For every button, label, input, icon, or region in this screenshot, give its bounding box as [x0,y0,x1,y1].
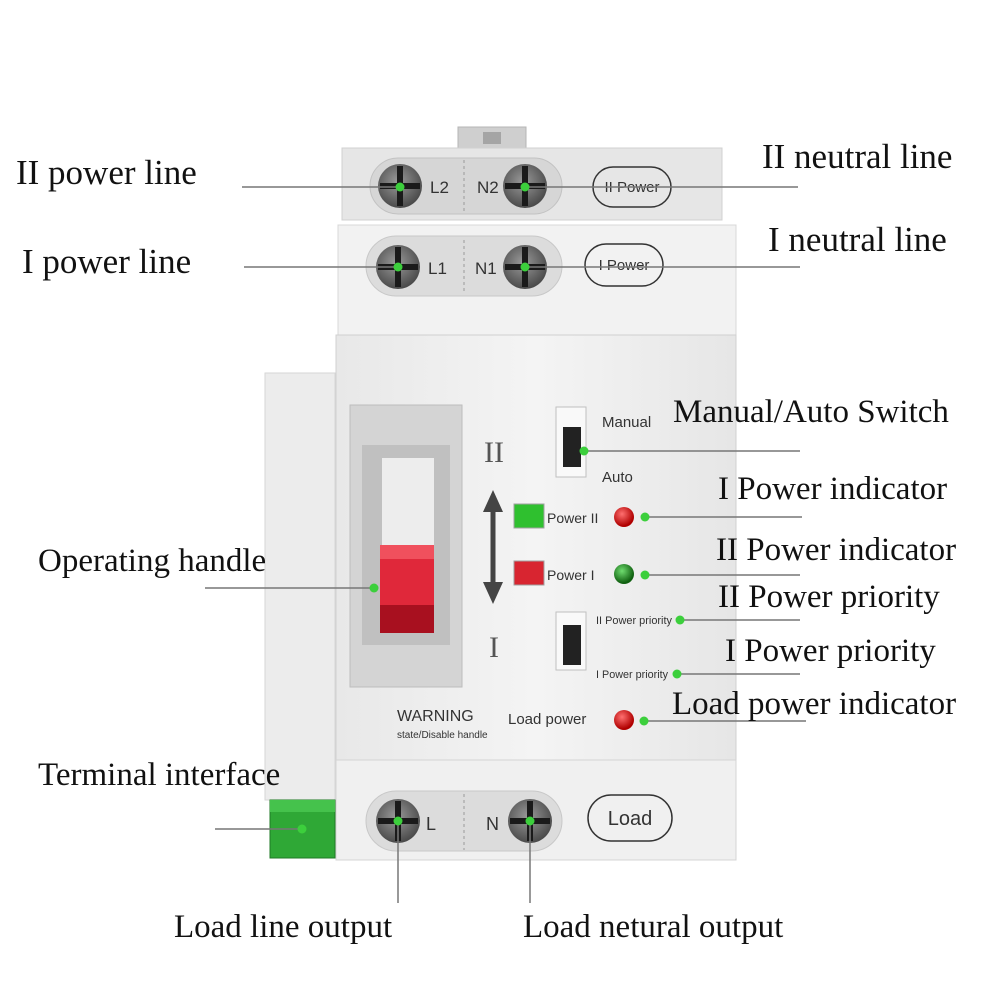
terminal-N1-label: N1 [475,259,497,278]
callout-i-power-line: I power line [22,242,192,281]
callout-i-power-priority: I Power priority [725,633,936,669]
side-bracket [264,372,336,801]
load-power-label: Load power [508,711,586,728]
load-badge [587,794,673,842]
power-ii-led [614,507,634,527]
power-i-led [614,564,634,584]
double-arrow-icon [483,490,503,604]
load-badge-label: Load [608,808,653,830]
priority-switch-toggle [563,625,581,665]
warning-subtitle: state/Disable handle [397,730,488,741]
manual-auto-switch-toggle [563,427,581,467]
callout-load-neutral-output: Load netural output [523,909,784,945]
power1-badge [584,243,664,287]
roman-i-label: I [489,631,499,664]
callout-ii-neutral-line: II neutral line [762,137,953,176]
callout-manual-auto-switch: Manual/Auto Switch [673,394,949,430]
roman-ii-label: II [484,436,504,469]
pointer-dots [297,182,685,834]
leader-lines [205,186,806,903]
power-ii-label: Power II [547,510,598,526]
callout-operating-handle: Operating handle [38,543,267,579]
callout-ii-power-priority: II Power priority [718,579,940,615]
callout-ii-power-indicator: II Power indicator [716,532,957,568]
terminal-L-label: L [426,814,436,834]
terminal-connector-top [270,800,335,812]
terminal-N2-label: N2 [477,178,499,197]
terminal-L2-label: L2 [430,178,449,197]
callout-terminal-interface: Terminal interface [38,757,281,793]
terminal-L1-label: L1 [428,259,447,278]
operating-handle-top [380,545,434,559]
priority-ii-label: II Power priority [596,615,672,627]
power-i-label: Power I [547,567,594,583]
callout-i-power-indicator: I Power indicator [718,471,948,507]
callout-ii-power-line: II power line [16,153,197,192]
power1-badge-label: I Power [599,257,650,274]
operating-handle-base [380,605,434,633]
power-ii-color-block [513,503,545,529]
load-power-led [614,710,634,730]
callout-i-neutral-line: I neutral line [768,220,947,259]
callout-load-line-output: Load line output [174,909,393,945]
switch-manual-label: Manual [602,414,651,431]
priority-i-label: I Power priority [596,669,668,681]
warning-title: WARNING [397,708,474,725]
power-i-color-block [513,560,545,586]
din-clip-slot [483,132,501,144]
terminal-N-label: N [486,814,499,834]
callout-load-power-indicator: Load power indicator [672,686,957,722]
switch-auto-label: Auto [602,469,633,486]
